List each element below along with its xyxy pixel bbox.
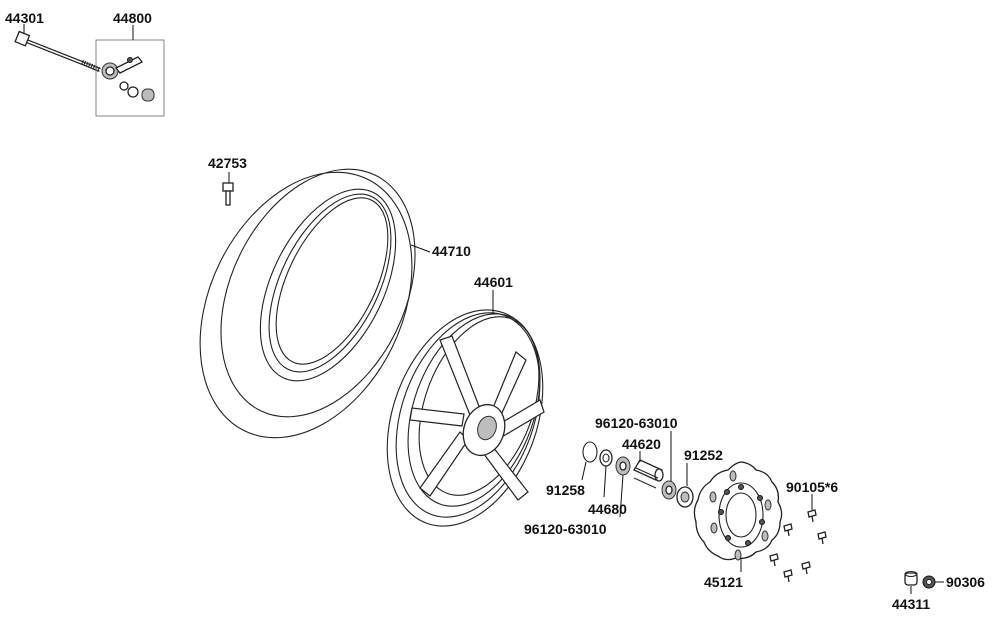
leader-44710 — [410, 244, 431, 253]
label-90306: 90306 — [946, 574, 985, 590]
bearing-96120-63010-left[interactable] — [615, 456, 631, 476]
label-44601: 44601 — [474, 274, 513, 290]
label-96120-bottom: 96120-63010 — [524, 521, 607, 537]
speedometer-gear-kit-44800[interactable] — [95, 39, 165, 117]
tire-valve-42753[interactable] — [222, 182, 234, 206]
bearing-96120-63010-right[interactable] — [661, 480, 677, 500]
leader-44680 — [603, 465, 607, 498]
oil-seal-91252[interactable] — [676, 486, 694, 508]
label-44620: 44620 — [622, 436, 661, 452]
disc-bolts-90105[interactable] — [769, 509, 827, 583]
label-45121: 45121 — [704, 574, 743, 590]
front-axle-44301[interactable] — [14, 30, 102, 73]
leader-96120-bottom — [619, 474, 624, 518]
label-90105: 90105*6 — [786, 479, 838, 495]
tire-44710[interactable] — [158, 137, 453, 473]
axle-collar-44620[interactable] — [633, 459, 664, 489]
axle-nut-90306[interactable] — [922, 575, 936, 589]
oil-seal-91258[interactable] — [582, 441, 598, 463]
label-42753: 42753 — [208, 155, 247, 171]
label-44301: 44301 — [5, 10, 44, 26]
label-91258: 91258 — [546, 482, 585, 498]
wheel-rim-44601[interactable] — [359, 288, 571, 548]
leader-91258 — [581, 461, 587, 481]
label-44710: 44710 — [432, 243, 471, 259]
label-44680: 44680 — [588, 501, 627, 517]
label-44311: 44311 — [892, 596, 930, 612]
label-96120-top: 96120-63010 — [595, 415, 678, 431]
collar-44311[interactable] — [904, 570, 918, 586]
label-44800: 44800 — [113, 10, 152, 26]
brake-disc-45121[interactable] — [693, 461, 783, 561]
spacer-44680[interactable] — [599, 449, 613, 467]
label-91252: 91252 — [684, 447, 723, 463]
